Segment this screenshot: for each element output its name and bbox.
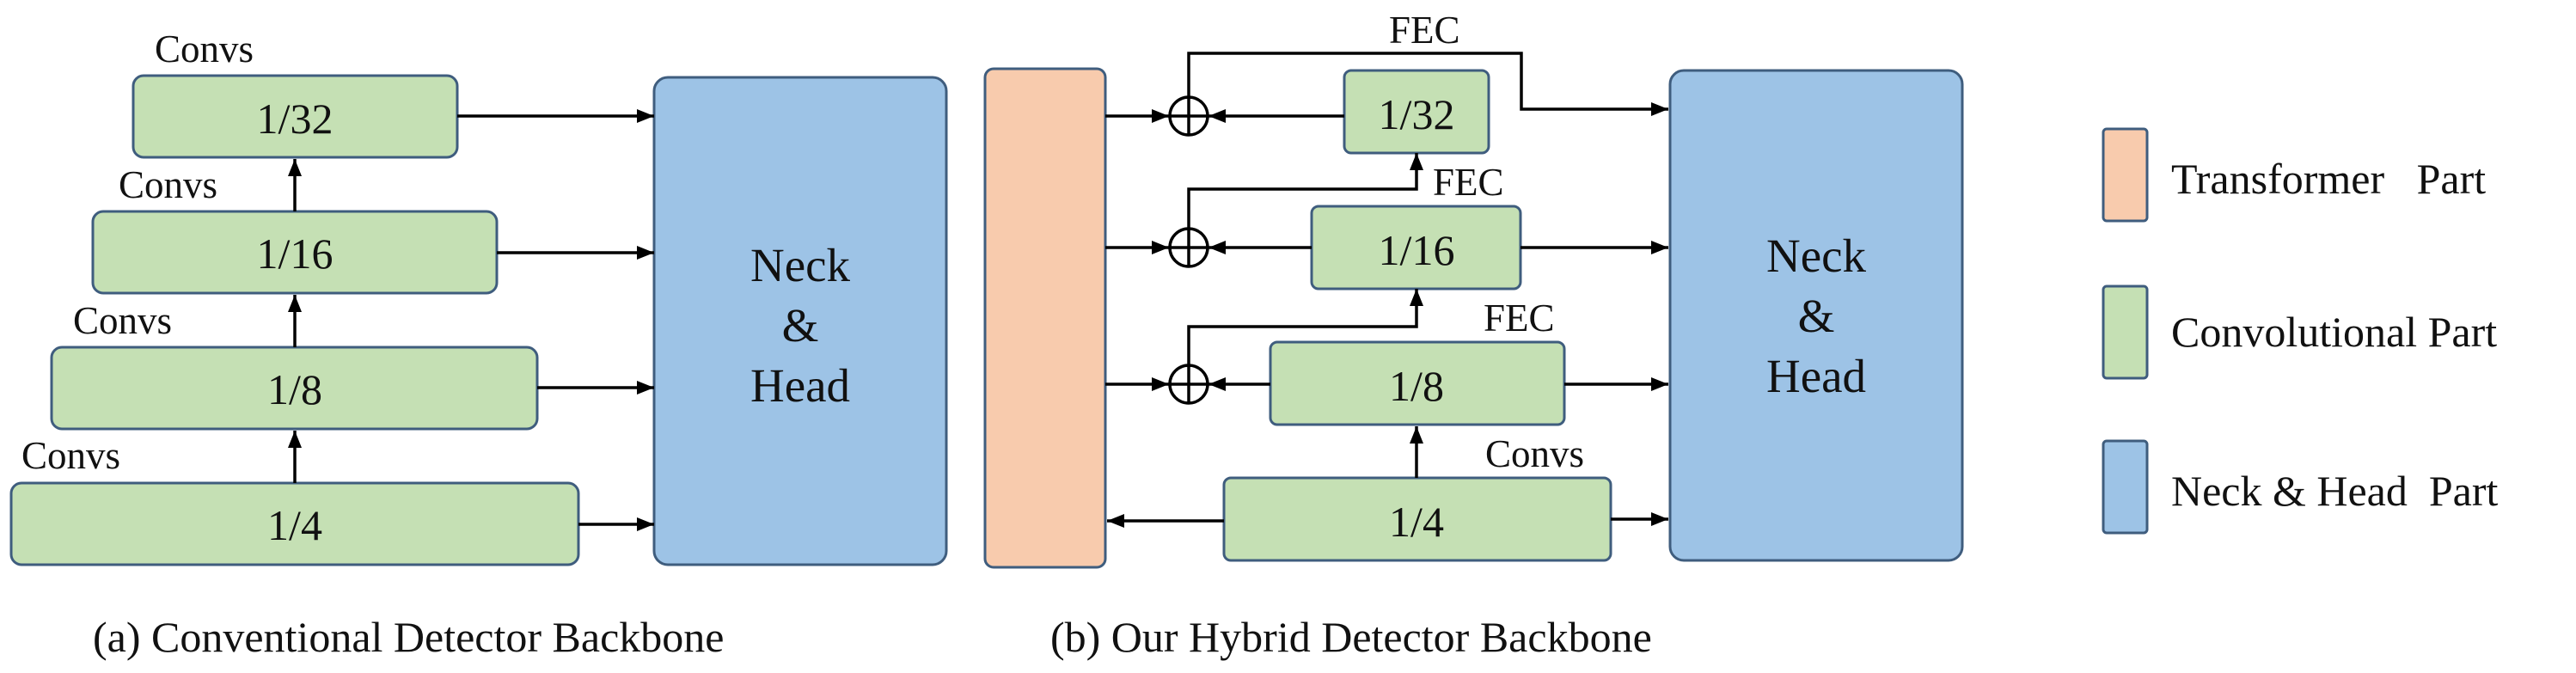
panel-a-stage-1-4: 1/4 xyxy=(9,481,580,566)
panel-a-head-line: Head xyxy=(750,359,850,412)
panel-b-transformer-block xyxy=(983,67,1107,569)
panel-b-neck-head: Neck & Head xyxy=(1668,69,1964,562)
panel-b-head-line: Head xyxy=(1766,350,1866,402)
panel-b-stage-1-16: 1/16 xyxy=(1310,205,1522,291)
panel-b-op-label: FEC xyxy=(1484,297,1555,340)
plus-circle-icon xyxy=(1168,95,1209,137)
plus-circle-icon xyxy=(1168,364,1209,405)
panel-a-neck-head: Neck & Head xyxy=(652,76,948,566)
panel-b-op-label: Convs xyxy=(1485,432,1584,475)
panel-a-stage-1-16: 1/16 xyxy=(91,210,499,295)
panel-b-caption: (b) Our Hybrid Detector Backbone xyxy=(1050,613,1652,661)
panel-a-stage-scale: 1/4 xyxy=(267,501,322,549)
panel-b-stage-1-32: 1/32 xyxy=(1343,69,1490,155)
legend-item: Transformer Part xyxy=(2102,127,2486,223)
panel-a-head-line: Neck xyxy=(750,239,851,291)
legend-swatch-convolutional xyxy=(2102,284,2149,380)
panel-b-op-label: FEC xyxy=(1389,9,1460,52)
legend-swatch-transformer xyxy=(2102,127,2149,223)
panel-a-op-label: Convs xyxy=(21,434,120,477)
panel-b-head-line: Neck xyxy=(1766,229,1867,282)
panel-b-head-line: & xyxy=(1798,290,1835,342)
panel-a-stage-scale: 1/32 xyxy=(257,95,333,143)
panel-b-stage-1-4: 1/4 xyxy=(1222,476,1612,562)
panel-b-stage-scale: 1/16 xyxy=(1379,226,1455,274)
panel-b-fec-path xyxy=(1187,153,1423,229)
panel-b-stage-scale: 1/4 xyxy=(1389,498,1444,546)
panel-b-op-label: FEC xyxy=(1433,161,1504,204)
panel-b-stage-scale: 1/32 xyxy=(1379,90,1455,138)
legend-label: Neck & Head Part xyxy=(2171,467,2499,515)
panel-b-stage-scale: 1/8 xyxy=(1389,362,1444,410)
legend-label: Transformer Part xyxy=(2171,155,2486,203)
panel-a-op-label: Convs xyxy=(155,28,254,70)
panel-a-head-line: & xyxy=(782,299,819,352)
legend-label: Convolutional Part xyxy=(2171,308,2497,356)
panel-a-stage-1-8: 1/8 xyxy=(50,346,539,431)
panel-b-fec-path xyxy=(1187,289,1423,365)
legend-item: Convolutional Part xyxy=(2102,284,2497,380)
panel-a: 1/32 Convs 1/16 Convs 1/8 Convs 1/4 Conv… xyxy=(9,28,948,661)
panel-b: 1/32 FEC 1/16 FEC 1/8 FEC 1/4 Convs xyxy=(983,9,1964,661)
panel-a-stage-scale: 1/16 xyxy=(257,229,333,278)
panel-a-stage-scale: 1/8 xyxy=(267,365,322,413)
panel-a-op-label: Convs xyxy=(119,163,217,206)
plus-circle-icon xyxy=(1168,227,1209,268)
panel-b-fec-path-top xyxy=(1187,52,1668,116)
legend: Transformer Part Convolutional Part Neck… xyxy=(2102,127,2499,535)
panel-a-stage-1-32: 1/32 xyxy=(132,74,459,159)
panel-a-caption: (a) Conventional Detector Backbone xyxy=(93,613,724,661)
panel-a-op-label: Convs xyxy=(73,299,172,342)
panel-b-stage-1-8: 1/8 xyxy=(1269,340,1566,426)
legend-swatch-neck-head xyxy=(2102,439,2149,535)
legend-item: Neck & Head Part xyxy=(2102,439,2499,535)
